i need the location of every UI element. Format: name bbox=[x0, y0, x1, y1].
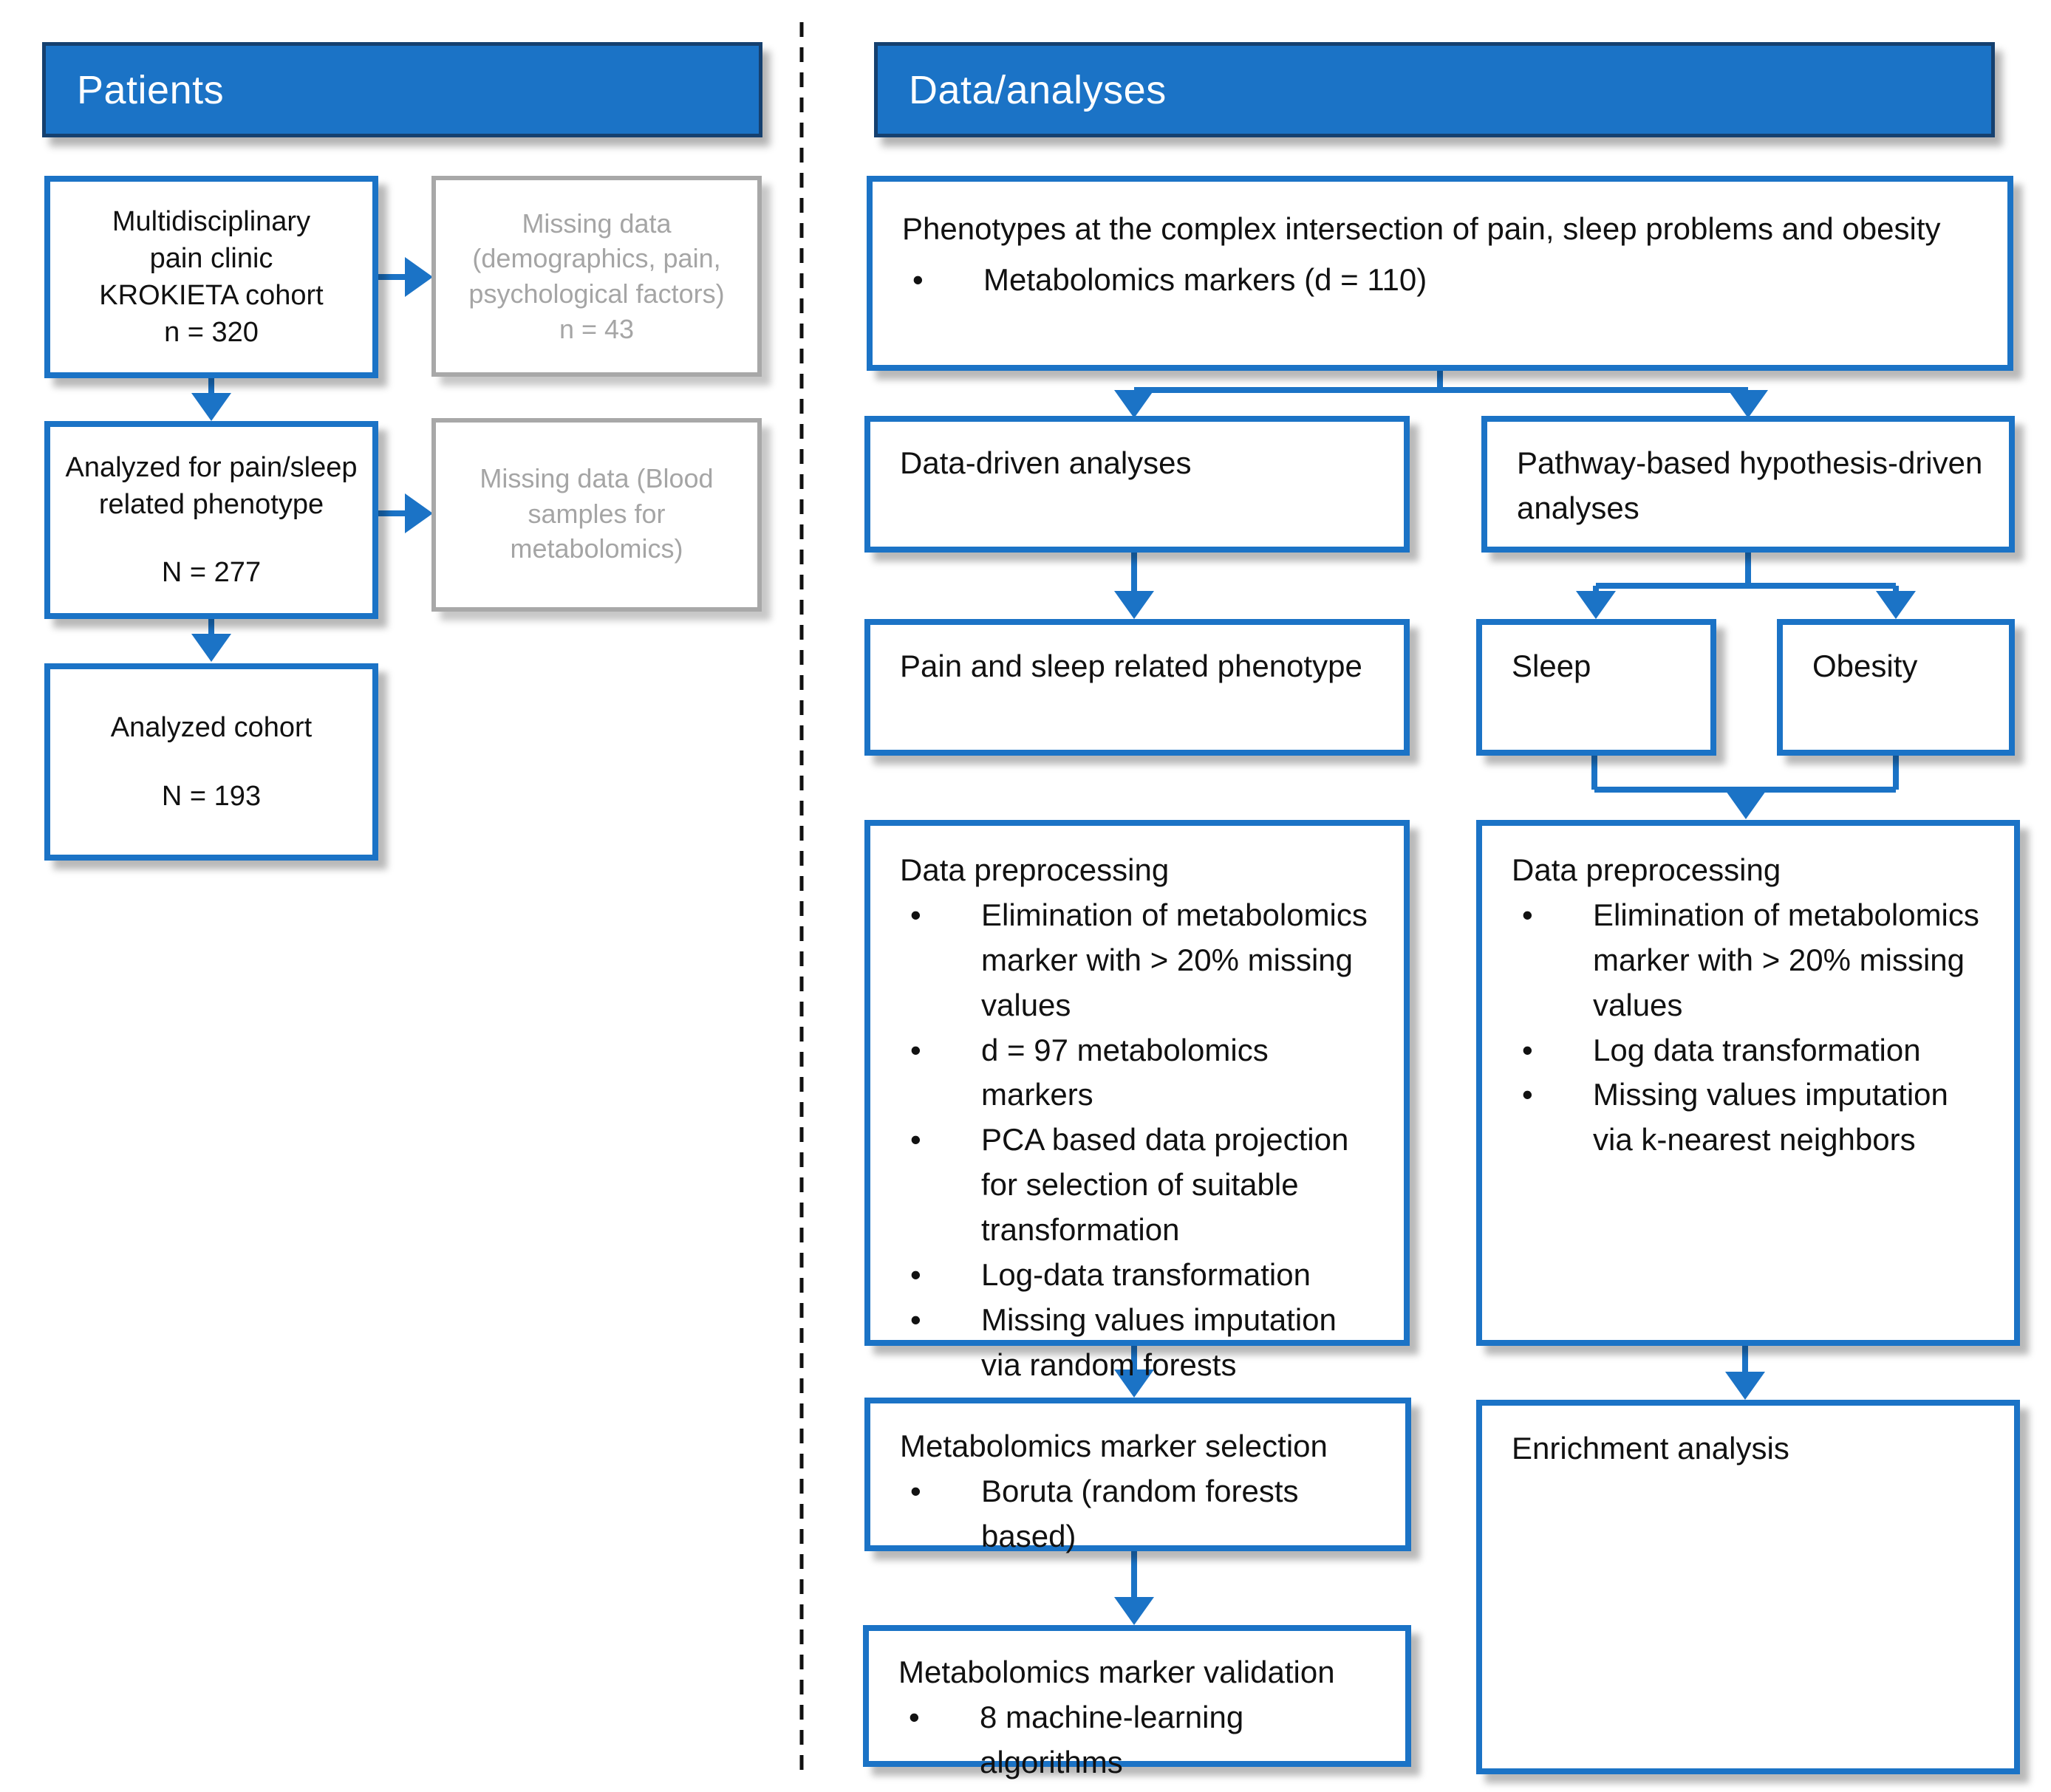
arrowhead bbox=[1114, 591, 1154, 619]
preprocessing-left-title: Data preprocessing bbox=[900, 852, 1170, 887]
preprocessing-right-bullet: Missing values imputation via k-nearest … bbox=[1593, 1077, 1948, 1157]
data-driven-title: Data-driven analyses bbox=[900, 445, 1192, 480]
analyzed-line: related phenotype bbox=[98, 488, 324, 520]
marker-selection-bullet: Boruta (random forests based) bbox=[981, 1473, 1299, 1553]
arrowhead bbox=[1728, 390, 1768, 418]
missing-line: (demographics, pain, bbox=[472, 243, 721, 274]
missing-line: Missing data bbox=[522, 208, 672, 239]
missing-line: metabolomics) bbox=[510, 533, 683, 564]
preprocessing-right-bullet: Log data transformation bbox=[1593, 1032, 1921, 1067]
analyzed-phenotype-box: Analyzed for pain/sleep related phenotyp… bbox=[44, 421, 378, 619]
cohort-line: KROKIETA cohort bbox=[99, 280, 324, 311]
analyzed-n: N = 277 bbox=[161, 557, 262, 589]
arrow-sleep-obesity-merge bbox=[1591, 756, 1899, 793]
arrowhead bbox=[405, 257, 433, 297]
obesity-box: Obesity bbox=[1777, 619, 2015, 756]
preprocessing-right-bullet: Elimination of metabolomics marker with … bbox=[1593, 897, 1979, 1022]
preprocessing-left-bullet: Elimination of metabolomics marker with … bbox=[981, 897, 1368, 1022]
data-driven-box: Data-driven analyses bbox=[864, 416, 1410, 553]
bullet-icon: • bbox=[910, 1032, 921, 1067]
preprocessing-right-box: Data preprocessing • Elimination of meta… bbox=[1476, 820, 2020, 1346]
arrowhead bbox=[1725, 1372, 1765, 1400]
marker-selection-box: Metabolomics marker selection • Boruta (… bbox=[864, 1398, 1411, 1553]
arrow-phenotypes-split bbox=[1134, 371, 1748, 393]
analyzed-line: Analyzed for pain/sleep bbox=[65, 451, 358, 483]
preprocessing-left-bullet: d = 97 metabolomics markers bbox=[981, 1032, 1269, 1112]
phenotypes-box: Phenotypes at the complex intersection o… bbox=[867, 176, 2013, 371]
analyzed-cohort-n: N = 193 bbox=[161, 780, 262, 812]
data-analyses-header-label: Data/analyses bbox=[909, 67, 1167, 112]
analyzed-cohort-box: Analyzed cohort N = 193 bbox=[44, 663, 378, 861]
preprocessing-right-title: Data preprocessing bbox=[1512, 852, 1781, 887]
obesity-title: Obesity bbox=[1812, 649, 1918, 683]
phenotypes-text: Phenotypes at the complex intersection o… bbox=[902, 211, 1941, 246]
missing-line: Missing data (Blood bbox=[480, 463, 714, 493]
preprocessing-left-bullet: PCA based data projection for selection … bbox=[981, 1122, 1349, 1248]
arrow-pathway-split bbox=[1593, 553, 1899, 592]
patients-header: Patients bbox=[42, 42, 762, 137]
cohort-line: Multidisciplinary bbox=[112, 205, 311, 237]
bullet-icon: • bbox=[910, 1122, 921, 1157]
analyzed-cohort-title: Analyzed cohort bbox=[110, 712, 313, 744]
bullet-icon: • bbox=[1522, 897, 1533, 932]
arrowhead bbox=[1726, 791, 1766, 819]
pain-sleep-phenotype-box: Pain and sleep related phenotype bbox=[864, 619, 1410, 756]
arrowhead bbox=[1114, 1597, 1154, 1625]
bullet-icon: • bbox=[1522, 1032, 1533, 1067]
missing-line: psychological factors) bbox=[468, 278, 725, 309]
cohort-line: pain clinic bbox=[149, 242, 273, 274]
marker-validation-box: Metabolomics marker validation • 8 machi… bbox=[863, 1625, 1411, 1779]
marker-validation-bullet: 8 machine-learning algorithms bbox=[980, 1699, 1244, 1779]
missing-line: samples for bbox=[528, 498, 666, 529]
preprocessing-left-box: Data preprocessing • Elimination of meta… bbox=[864, 820, 1410, 1382]
sleep-box: Sleep bbox=[1476, 619, 1716, 756]
marker-validation-title: Metabolomics marker validation bbox=[898, 1655, 1335, 1689]
arrowhead bbox=[191, 634, 231, 662]
pain-sleep-title: Pain and sleep related phenotype bbox=[900, 649, 1362, 683]
preprocessing-left-bullet: Log-data transformation bbox=[981, 1257, 1311, 1293]
cohort-line: n = 320 bbox=[164, 317, 259, 349]
enrichment-title: Enrichment analysis bbox=[1512, 1431, 1789, 1466]
arrowhead bbox=[405, 493, 433, 533]
enrichment-box: Enrichment analysis bbox=[1476, 1400, 2020, 1774]
sleep-title: Sleep bbox=[1512, 649, 1591, 683]
arrowhead bbox=[1576, 591, 1616, 619]
bullet-icon: • bbox=[909, 1699, 920, 1734]
arrowhead bbox=[191, 393, 231, 421]
missing-blood-box: Missing data (Blood samples for metabolo… bbox=[431, 418, 762, 612]
pathway-title: Pathway-based hypothesis-driven analyses bbox=[1517, 445, 1983, 525]
bullet-icon: • bbox=[1522, 1077, 1533, 1112]
missing-line: n = 43 bbox=[559, 313, 635, 344]
bullet-icon: • bbox=[910, 1302, 921, 1337]
bullet-icon: • bbox=[910, 1257, 921, 1293]
bullet-icon: • bbox=[910, 897, 921, 932]
bullet-icon: • bbox=[912, 261, 924, 297]
missing-demographics-box: Missing data (demographics, pain, psycho… bbox=[431, 176, 762, 377]
arrowhead bbox=[1114, 390, 1154, 418]
arrowhead bbox=[1876, 591, 1916, 619]
bullet-icon: • bbox=[910, 1473, 921, 1508]
marker-selection-title: Metabolomics marker selection bbox=[900, 1429, 1328, 1463]
patients-header-label: Patients bbox=[77, 67, 225, 112]
pathway-box: Pathway-based hypothesis-driven analyses bbox=[1481, 416, 2015, 553]
phenotypes-bullet: Metabolomics markers (d = 110) bbox=[983, 261, 1427, 297]
preprocessing-left-bullet: Missing values imputation via random for… bbox=[981, 1302, 1337, 1382]
data-analyses-header: Data/analyses bbox=[874, 42, 1995, 137]
cohort-box: Multidisciplinary pain clinic KROKIETA c… bbox=[44, 176, 378, 378]
